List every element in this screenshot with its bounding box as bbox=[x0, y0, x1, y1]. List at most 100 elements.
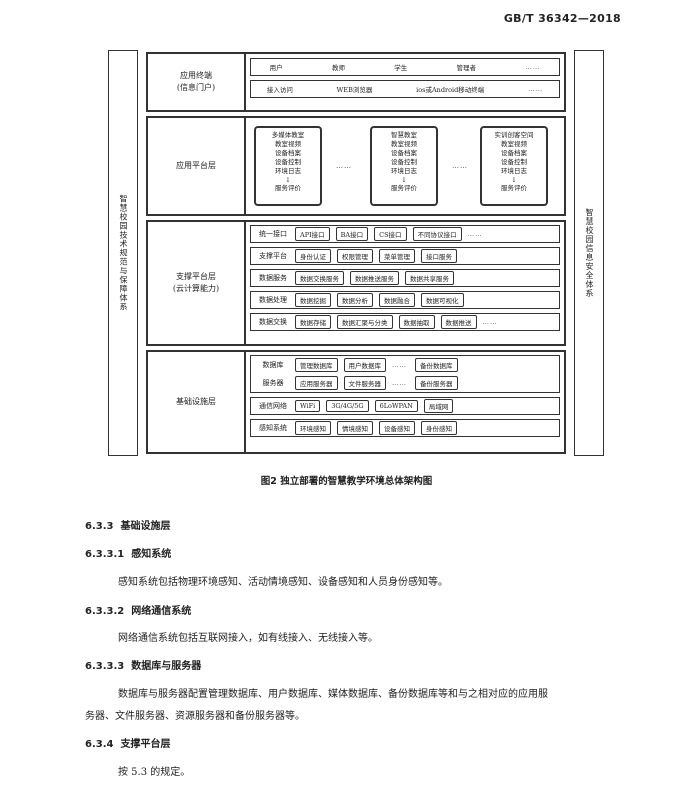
row-label: 通信网络 bbox=[259, 402, 287, 410]
row-label: 服务器 bbox=[262, 379, 284, 387]
card-line: 服务评价 bbox=[501, 184, 527, 192]
card-line: 设备控制 bbox=[275, 158, 301, 166]
server-row: 应用服务器 文件服务器 …… 备份服务器 bbox=[295, 376, 559, 390]
row-label: 统一接口 bbox=[259, 230, 287, 238]
down-arrow-icon: ↓ bbox=[401, 176, 407, 184]
user-type: 学生 bbox=[394, 64, 408, 72]
chip: 应用服务器 bbox=[295, 376, 338, 390]
chip: 情境感知 bbox=[337, 421, 373, 435]
left-side-label: 智慧校园技术规范与保障体系 bbox=[119, 194, 128, 312]
support-row-platform: 支撑平台 身份认证 权限管理 菜单管理 接口服务 bbox=[250, 247, 560, 265]
chip: 数据可视化 bbox=[421, 293, 464, 307]
chip: 数据推送服务 bbox=[350, 271, 399, 285]
card-line: 环境日志 bbox=[275, 167, 301, 175]
support-row-data-exchange: 数据交换 数据存储 数据汇聚与分类 数据抽取 数据推送 …… bbox=[250, 313, 560, 331]
card-line: 环境日志 bbox=[501, 167, 527, 175]
user-type: 管理者 bbox=[456, 64, 477, 72]
card-line: 实训创客空间 bbox=[494, 131, 534, 139]
platform-card: 智慧教室 教室视频 设备档案 设备控制 环境日志 ↓ 服务评价 bbox=[370, 126, 438, 206]
ellipsis: …… bbox=[528, 85, 544, 93]
card-line: 教室视频 bbox=[275, 140, 301, 148]
section-heading: 6.3.3.1 感知系统 bbox=[85, 549, 172, 560]
layer-label-line: (信息门户) bbox=[176, 83, 216, 92]
card-line: 服务评价 bbox=[275, 184, 301, 192]
chip: 环境感知 bbox=[295, 421, 331, 435]
layer-label-line: (云计算能力) bbox=[172, 284, 220, 293]
chip: API接口 bbox=[295, 227, 330, 241]
section-heading: 6.3.3.2 网络通信系统 bbox=[85, 606, 192, 617]
chip: 数据存储 bbox=[295, 315, 331, 329]
access-item: 接入访问 bbox=[266, 86, 293, 94]
chip: CS接口 bbox=[374, 227, 407, 241]
card-line: 设备控制 bbox=[391, 158, 417, 166]
card-line: 教室视频 bbox=[391, 140, 417, 148]
paragraph: 数据库与服务器配置管理数据库、用户数据库、媒体数据库、备份数据库等和与之相对应的… bbox=[118, 689, 548, 700]
card-line: 设备档案 bbox=[275, 149, 301, 157]
right-side-system: 智慧校园信息安全体系 bbox=[574, 50, 604, 456]
chip: 数据抽取 bbox=[398, 315, 435, 329]
chip: 数据共享服务 bbox=[405, 271, 454, 285]
terminal-access-row: 接入访问 WEB浏览器 ios或Android移动终端 …… bbox=[250, 80, 560, 98]
section-heading: 6.3.4 支撑平台层 bbox=[85, 739, 171, 750]
layer-infrastructure: 基础设施层 数据库 服务器 管理数据库 用户数据库 …… 备份数据库 应用服务器 bbox=[146, 350, 566, 454]
row-label: 支撑平台 bbox=[259, 252, 287, 260]
access-item: WEB浏览器 bbox=[336, 86, 373, 94]
chip: 权限管理 bbox=[337, 249, 373, 263]
chip: 文件服务器 bbox=[343, 376, 386, 390]
access-item: ios或Android移动终端 bbox=[416, 86, 485, 94]
chip: 身份认证 bbox=[295, 249, 331, 263]
infra-network-row: 通信网络 WiFi 3G/4G/5G 6LoWPAN 局域网 bbox=[250, 397, 560, 415]
ellipsis: …… bbox=[392, 379, 407, 387]
support-row-interface: 统一接口 API接口 BA接口 CS接口 不同协议接口 …… bbox=[250, 225, 560, 243]
card-line: 服务评价 bbox=[391, 184, 417, 192]
layer-label: 应用终端 (信息门户) bbox=[148, 54, 246, 110]
paragraph: 按 5.3 的规定。 bbox=[118, 767, 191, 778]
row-label: 数据处理 bbox=[259, 296, 287, 304]
chip: 数据汇聚与分类 bbox=[337, 315, 393, 329]
card-line: 教室视频 bbox=[501, 140, 527, 148]
ellipsis: …… bbox=[525, 63, 541, 71]
card-line: 智慧教室 bbox=[391, 131, 417, 139]
infra-sensing-row: 感知系统 环境感知 情境感知 设备感知 身份感知 bbox=[250, 419, 560, 437]
chip: 数据分析 bbox=[337, 293, 373, 307]
card-line: 多媒体教室 bbox=[271, 131, 305, 139]
chip: 备份服务器 bbox=[415, 376, 458, 390]
layer-label: 支撑平台层 (云计算能力) bbox=[148, 222, 246, 344]
chip: BA接口 bbox=[335, 227, 369, 241]
card-line: 设备控制 bbox=[501, 158, 527, 166]
chip: 6LoWPAN bbox=[374, 400, 418, 412]
layer-label-line: 应用终端 bbox=[180, 71, 212, 80]
layer-label-line: 支撑平台层 bbox=[176, 272, 216, 281]
paragraph: 网络通信系统包括互联网接入，如有线接入、无线接入等。 bbox=[118, 633, 378, 644]
chip: 身份感知 bbox=[421, 421, 457, 435]
row-label: 数据交换 bbox=[259, 318, 287, 326]
layer-label: 基础设施层 bbox=[148, 352, 246, 452]
row-label: 数据服务 bbox=[259, 274, 287, 282]
layer-label: 应用平台层 bbox=[148, 118, 246, 214]
row-label: 数据库 bbox=[262, 361, 284, 369]
chip: 局域网 bbox=[423, 399, 454, 413]
database-row: 管理数据库 用户数据库 …… 备份数据库 bbox=[295, 358, 559, 372]
figure-caption: 图2 独立部署的智慧教学环境总体架构图 bbox=[260, 476, 433, 487]
chip: 菜单管理 bbox=[379, 249, 415, 263]
chip: 管理数据库 bbox=[295, 358, 338, 372]
ellipsis: …… bbox=[392, 361, 407, 369]
section-heading: 6.3.3 基础设施层 bbox=[85, 521, 171, 532]
db-server-labels: 数据库 服务器 bbox=[251, 356, 295, 392]
chip: 接口服务 bbox=[421, 249, 457, 263]
architecture-diagram: 智慧校园技术规范与保障体系 智慧校园信息安全体系 应用终端 (信息门户) 用户 … bbox=[108, 50, 604, 456]
terminal-users-row: 用户 教师 学生 管理者 …… bbox=[250, 58, 560, 76]
chip: 不同协议接口 bbox=[412, 227, 462, 241]
ellipsis: …… bbox=[336, 162, 352, 170]
layer-support-platform: 支撑平台层 (云计算能力) 统一接口 API接口 BA接口 CS接口 不同协议接… bbox=[146, 220, 566, 346]
card-line: 设备档案 bbox=[391, 149, 417, 157]
chip: 数据交换服务 bbox=[295, 271, 344, 285]
support-row-data-processing: 数据处理 数据挖掘 数据分析 数据融合 数据可视化 bbox=[250, 291, 560, 309]
layer-app-platform: 应用平台层 多媒体教室 教室视频 设备档案 设备控制 环境日志 ↓ 服务评价 …… bbox=[146, 116, 566, 216]
infra-db-server-box: 数据库 服务器 管理数据库 用户数据库 …… 备份数据库 应用服务器 文件服务器… bbox=[250, 355, 560, 393]
chip: 设备感知 bbox=[379, 421, 415, 435]
user-type: 用户 bbox=[269, 64, 283, 72]
chip: 数据推送 bbox=[440, 315, 477, 329]
chip: 用户数据库 bbox=[343, 358, 386, 372]
card-line: 设备档案 bbox=[501, 149, 527, 157]
